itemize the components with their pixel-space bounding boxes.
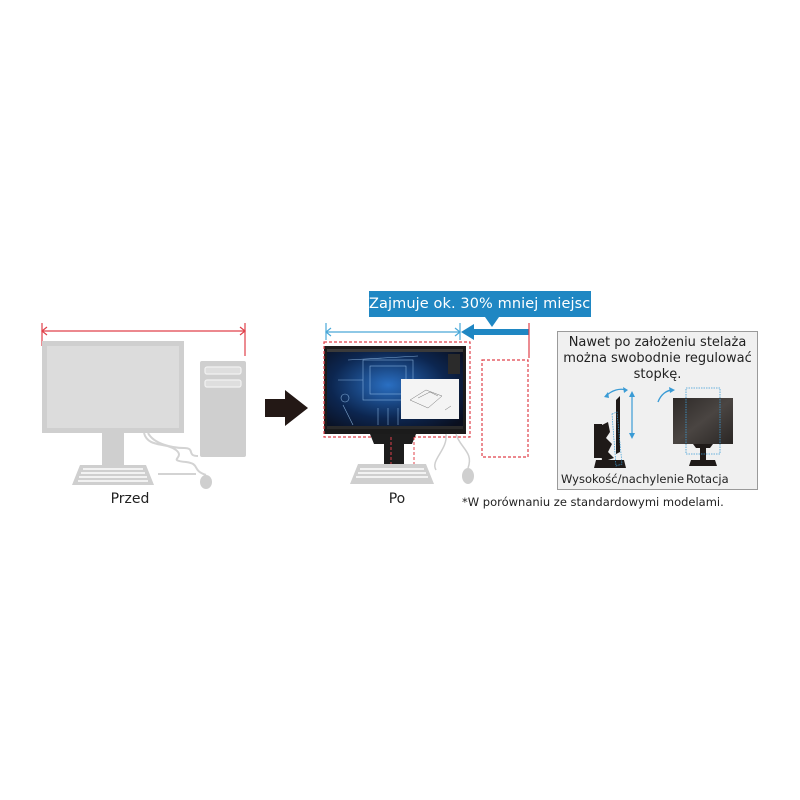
after-illustration: [318, 320, 533, 495]
rotation-illustration: [653, 382, 743, 472]
info-title: Nawet po założeniu stelaża można swobodn…: [558, 335, 757, 383]
info-title-line-3: stopkę.: [633, 367, 682, 382]
info-title-line-2: można swobodnie regulować: [563, 351, 752, 366]
before-label: Przed: [110, 491, 150, 507]
right-arrow-icon: [265, 390, 309, 426]
callout-pointer: [485, 317, 499, 327]
height-tilt-illustration: [586, 382, 646, 472]
space-saving-callout: Zajmuje ok. 30% mniej miejsca*: [369, 291, 607, 317]
after-label: Po: [388, 491, 406, 507]
height-tilt-caption: Wysokość/nachylenie: [561, 472, 685, 486]
desktop-pc-illustration: [41, 323, 246, 489]
rotation-caption: Rotacja: [686, 472, 729, 486]
comparison-footnote: *W porównaniu ze standardowymi modelami.: [462, 495, 724, 509]
monitor-with-pc-mount-illustration: [323, 323, 530, 484]
reduction-arrow: [461, 324, 529, 340]
width-dimension-marker-blue: [325, 323, 461, 340]
info-title-line-1: Nawet po założeniu stelaża: [568, 335, 747, 350]
adjustment-info-panel: Nawet po założeniu stelaża można swobodn…: [557, 331, 758, 490]
before-illustration: [36, 320, 256, 495]
